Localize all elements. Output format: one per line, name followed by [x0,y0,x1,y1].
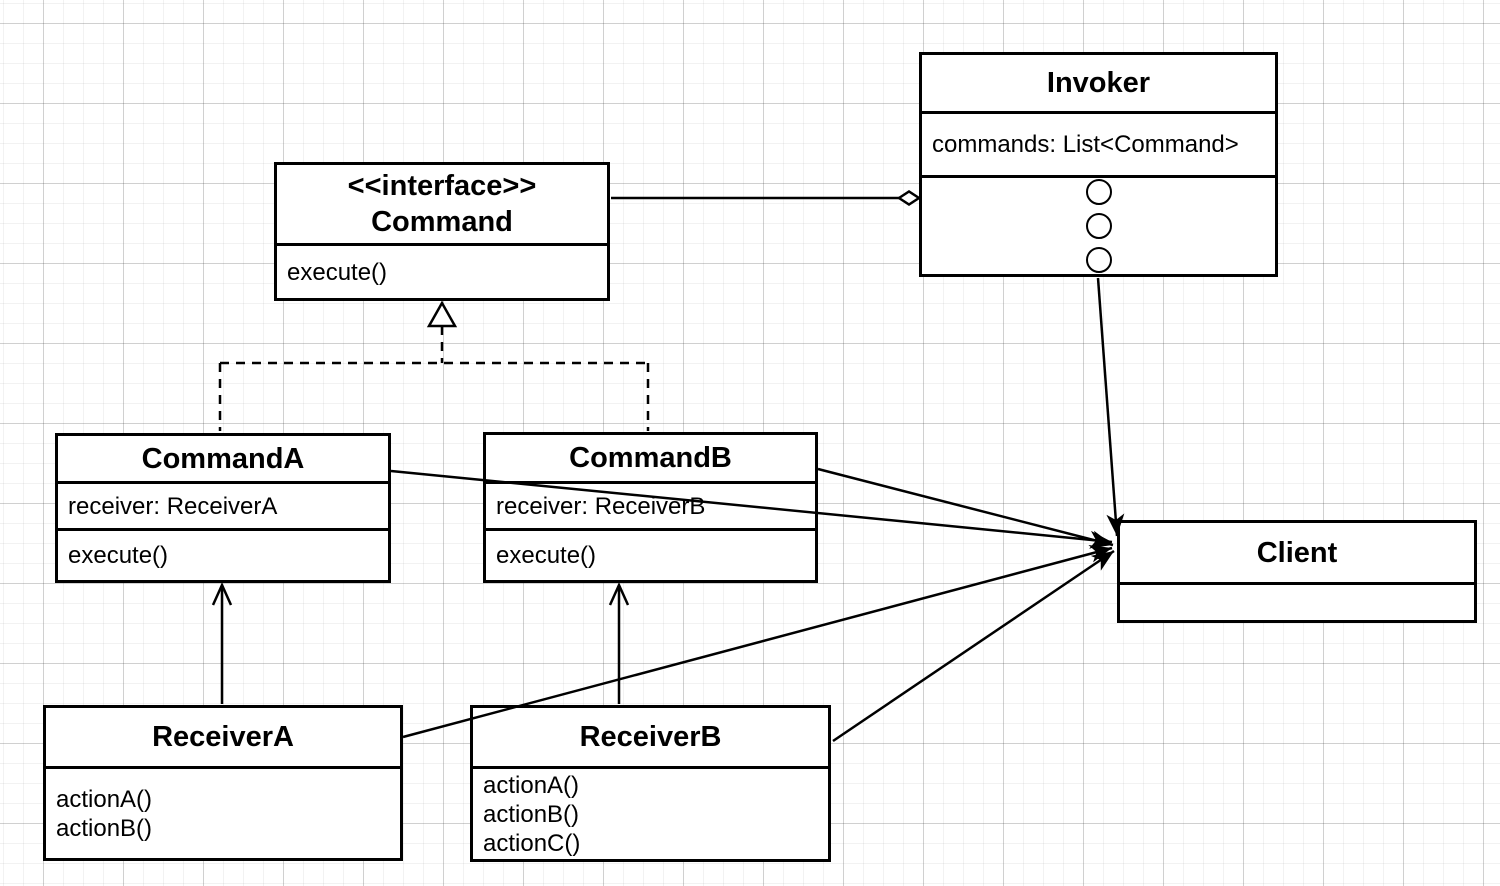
class-title: Command [371,206,513,238]
attribute-label: receiver: ReceiverA [68,492,278,520]
class-title: ReceiverB [579,721,722,753]
realization-triangle-icon [426,300,458,328]
class-box-commandA[interactable]: CommandA receiver: ReceiverA execute() [55,433,391,583]
class-box-commandB[interactable]: CommandB receiver: ReceiverB execute() [483,432,818,583]
circle-icon [1085,247,1112,273]
method-label: actionB() [56,814,153,842]
edge-realization-dashed[interactable] [218,326,650,431]
method-label: actionB() [483,800,580,828]
class-title: Invoker [1046,67,1151,99]
class-title: Client [1256,536,1338,569]
stereotype-label: <<interface>> [347,170,537,202]
aggregation-diamond-icon [896,190,922,206]
method-label: execute() [496,542,597,569]
method-label: actionC() [483,829,581,857]
edge-invoker-client[interactable] [1096,277,1125,537]
class-box-invoker[interactable]: Invoker commands: List<Command> [919,52,1278,277]
circle-icon [1085,213,1112,239]
method-label: execute() [68,542,169,569]
three-circles-icon [922,175,1275,274]
method-label: actionA() [483,771,580,799]
circle-icon [1085,179,1112,205]
method-label: execute() [287,258,388,286]
edge-receiverB-client[interactable] [832,549,1115,743]
open-arrowhead-icon [211,581,233,606]
class-title: CommandB [569,442,732,474]
class-title: CommandA [141,442,305,475]
class-box-command-interface[interactable]: <<interface>> Command execute() [274,162,610,301]
class-box-client[interactable]: Client [1117,520,1477,623]
class-box-receiverA[interactable]: ReceiverA actionA() actionB() [43,705,403,861]
class-box-receiverB[interactable]: ReceiverB actionA() actionB() actionC() [470,705,831,862]
open-arrowhead-icon [608,581,630,606]
method-label: actionA() [56,785,153,813]
attribute-label: receiver: ReceiverB [496,492,706,520]
empty-compartment [1120,582,1474,620]
attribute-label: commands: List<Command> [932,131,1239,158]
edge-commandB-client[interactable] [817,467,1114,549]
class-title: ReceiverA [152,721,294,753]
